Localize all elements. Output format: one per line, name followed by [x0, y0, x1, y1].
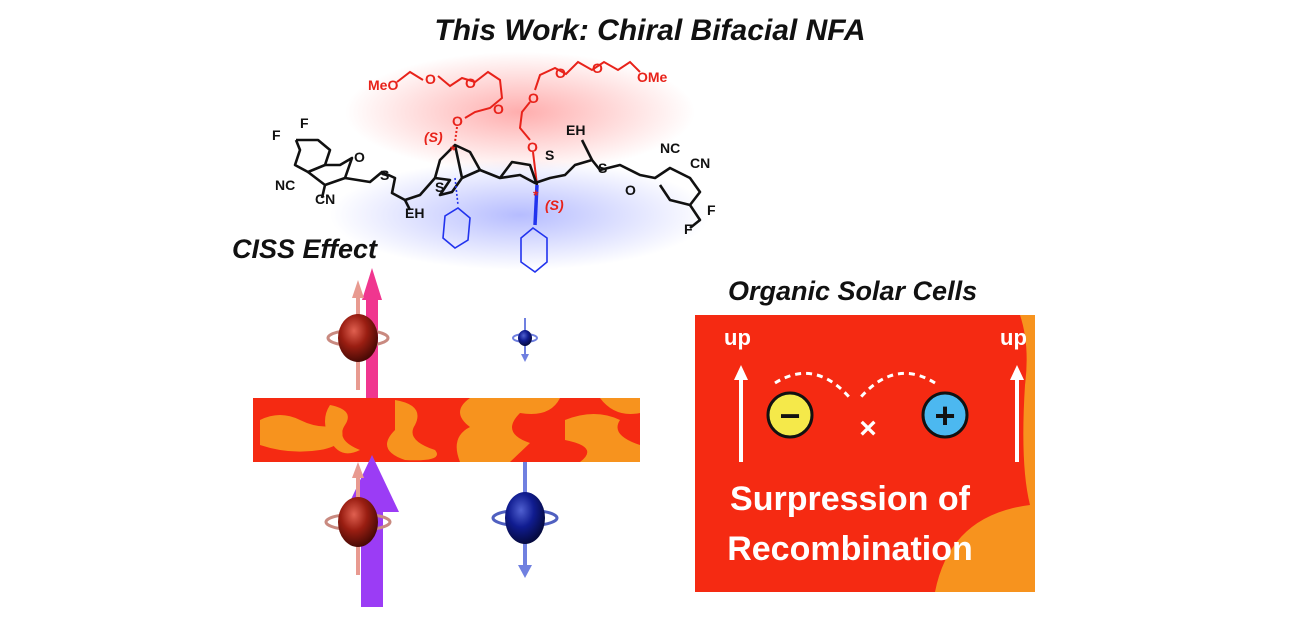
atom-f: F — [707, 202, 716, 218]
recombination-blocked-cross: × — [859, 412, 877, 445]
atom-nc: NC — [275, 177, 295, 193]
atom-s: S — [545, 147, 554, 163]
bond — [320, 184, 327, 199]
atom-meo: MeO — [368, 77, 398, 93]
peg-chain-right-2 — [534, 60, 641, 91]
atom-f: F — [272, 127, 281, 143]
recombination-text: Recombination — [727, 530, 973, 568]
stereo-label-right: (S) — [545, 197, 564, 213]
atom-o: O — [625, 182, 636, 198]
minus-sign: − — [779, 395, 800, 436]
bond — [307, 156, 354, 187]
atom-o: O — [527, 139, 538, 155]
electron-spin-down-bottom — [491, 462, 559, 578]
hash-bond-phenyl — [454, 177, 459, 206]
bond — [433, 143, 482, 179]
atom-nc: NC — [660, 140, 680, 156]
bond-backbone — [344, 158, 702, 207]
chiral-star-right: * — [533, 187, 539, 203]
positive-charge: + — [921, 391, 969, 439]
plus-sign: + — [934, 395, 955, 436]
atom-eh: EH — [566, 122, 585, 138]
atom-o: O — [465, 75, 476, 91]
atom-s: S — [380, 167, 389, 183]
stereo-label-left: (S) — [424, 129, 443, 145]
hash-bond-left — [454, 126, 458, 143]
peg-chain-left-2 — [437, 70, 504, 119]
bond — [293, 138, 332, 174]
wedge-bond-phenyl — [533, 184, 539, 226]
electron-spin-up-top — [326, 280, 390, 390]
ciss-illustration — [253, 268, 640, 607]
bond — [403, 199, 412, 211]
title: This Work: Chiral Bifacial NFA — [434, 14, 865, 47]
phenyl-ring-right — [520, 226, 548, 274]
bond — [498, 160, 539, 186]
atom-cn: CN — [315, 191, 335, 207]
bond — [688, 204, 702, 230]
molecule-structure: MeO O O O O O O O O OMe (S) * * (S) F F … — [272, 52, 716, 274]
peg-chain-right — [518, 101, 531, 141]
pink-arrow-head — [362, 268, 382, 300]
atom-o: O — [493, 101, 504, 117]
electron-spin-down-top — [512, 318, 538, 362]
organic-solar-cells-label: Organic Solar Cells — [728, 276, 977, 306]
up-label-left: up — [724, 325, 751, 350]
electron-spin-up-bottom — [324, 462, 392, 575]
chiral-star-left: * — [450, 142, 456, 158]
atom-eh: EH — [405, 205, 424, 221]
atom-o: O — [592, 60, 603, 76]
atom-f: F — [684, 221, 693, 237]
atom-o: O — [528, 90, 539, 106]
spin-up-arrowhead-left — [734, 365, 748, 380]
phenyl-ring-left — [442, 207, 471, 249]
atom-o: O — [354, 149, 365, 165]
atom-f: F — [300, 115, 309, 131]
surpression-text: Surpression of — [730, 480, 971, 518]
atom-o: O — [452, 113, 463, 129]
atom-o: O — [555, 65, 566, 81]
atom-s: S — [435, 179, 444, 195]
spin-up-arrowhead-right — [1010, 365, 1024, 380]
chiral-film — [253, 398, 640, 462]
up-label-right: up — [1000, 325, 1027, 350]
atom-o: O — [425, 71, 436, 87]
osc-box: up up − + × Surpression of Recombination — [695, 315, 1035, 592]
atom-cn: CN — [690, 155, 710, 171]
atom-s: S — [598, 160, 607, 176]
atom-ome: OMe — [637, 69, 668, 85]
red-glow — [345, 52, 695, 172]
peg-chain-left — [396, 70, 424, 83]
ciss-effect-label: CISS Effect — [232, 234, 378, 264]
acceptor-phase — [935, 315, 1035, 592]
negative-charge: − — [766, 391, 814, 439]
bond — [580, 139, 594, 161]
